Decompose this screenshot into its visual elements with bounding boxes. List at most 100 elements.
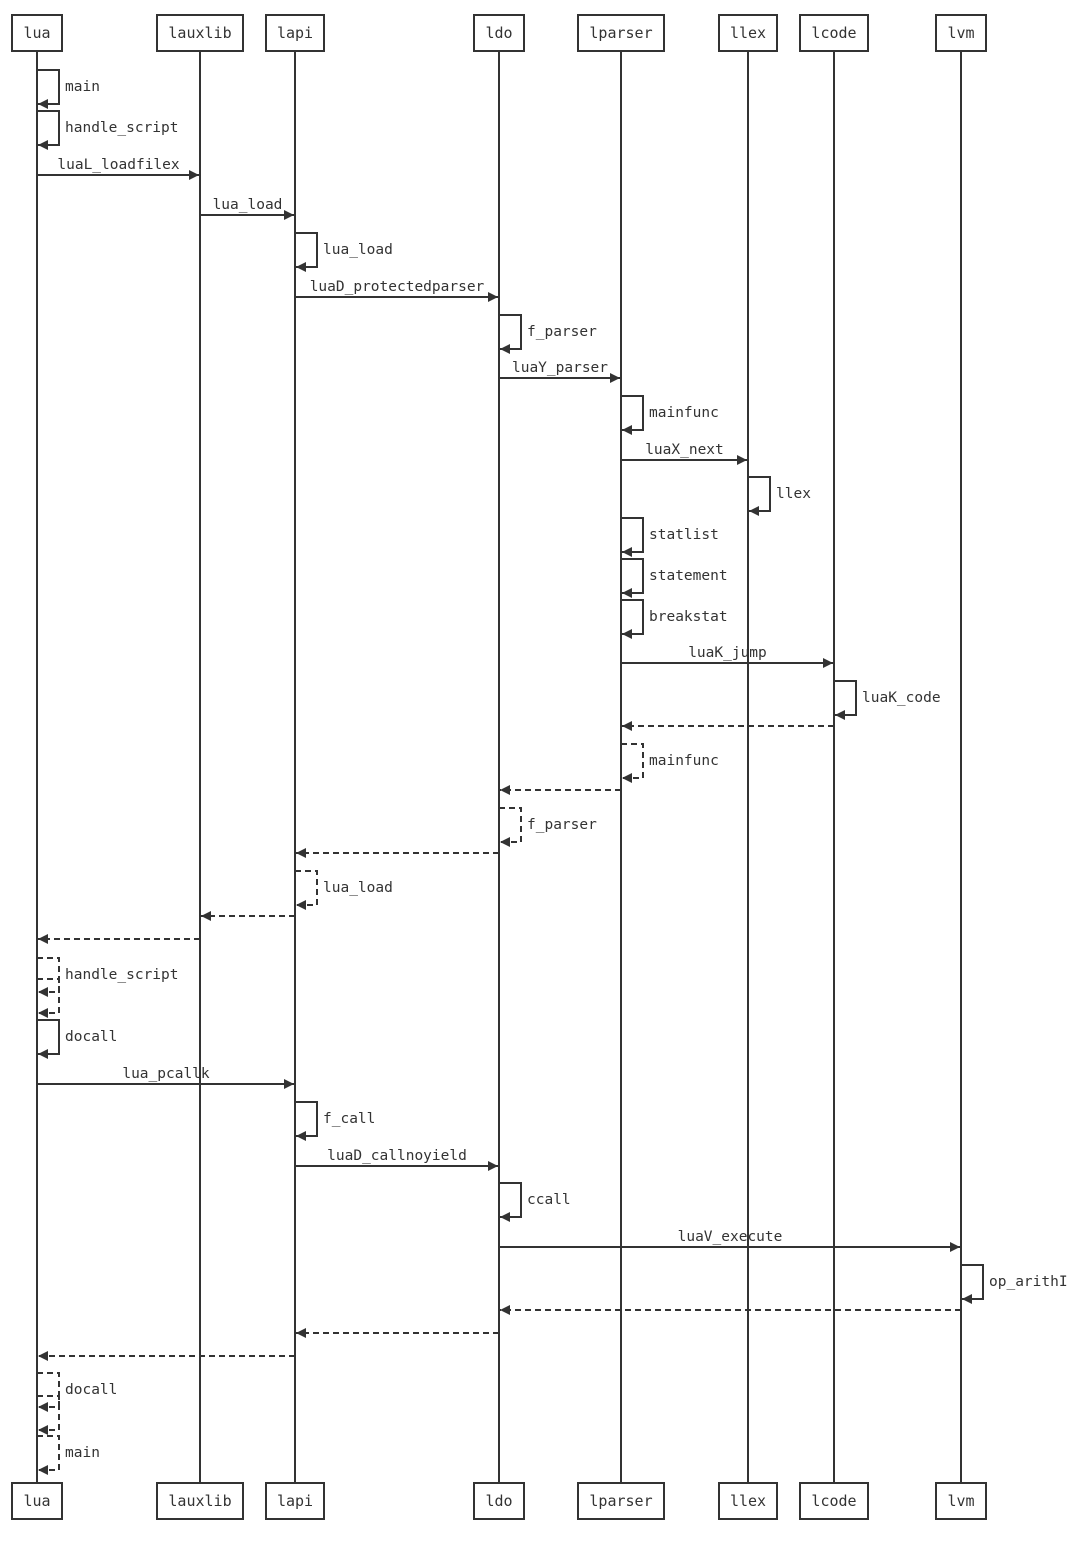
message-label: ccall <box>527 1192 571 1208</box>
participant-label: lapi <box>277 1492 313 1510</box>
message-label: luaV_execute <box>678 1229 783 1245</box>
message-lua_load-self: lua_load <box>295 870 393 910</box>
participant-box <box>799 14 869 52</box>
participant-llex-bottom: llex <box>718 1482 778 1520</box>
participant-box <box>718 14 778 52</box>
message-arrow <box>37 69 60 109</box>
participant-lvm-top: lvm <box>935 14 987 52</box>
participant-ldo-bottom: ldo <box>473 1482 525 1520</box>
message-f_parser-self: f_parser <box>499 314 597 354</box>
message-label: main <box>65 79 100 95</box>
message-label: luaK_jump <box>688 645 767 661</box>
participant-label: llex <box>730 1492 766 1510</box>
message-return-self <box>37 978 60 1018</box>
message-arrow <box>37 1395 60 1435</box>
participant-ldo-top: ldo <box>473 14 525 52</box>
message-docall-self: docall <box>37 1372 117 1412</box>
message-luaK_code-self: luaK_code <box>834 680 941 720</box>
participant-box <box>265 1482 325 1520</box>
message-luaD_protectedparser: luaD_protectedparser <box>295 279 498 302</box>
participant-lcode-top: lcode <box>799 14 869 52</box>
message-arrow <box>748 476 771 516</box>
participant-box <box>473 1482 525 1520</box>
message-label: lua_load <box>213 197 283 213</box>
message-lua_pcallk: lua_pcallk <box>37 1066 294 1089</box>
participant-box <box>577 1482 665 1520</box>
message-label: handle_script <box>65 120 179 136</box>
message-llex-self: llex <box>748 476 811 516</box>
message-luaX_next: luaX_next <box>621 442 747 465</box>
message-label: docall <box>65 1382 117 1398</box>
participant-label: lapi <box>277 24 313 42</box>
message-statement-self: statement <box>621 558 728 598</box>
message-arrow <box>499 314 522 354</box>
participant-box <box>935 1482 987 1520</box>
message-main-self: main <box>37 69 100 109</box>
participant-label: lua <box>23 24 50 42</box>
message-arrow <box>37 110 60 150</box>
participant-box <box>935 14 987 52</box>
message-arrow <box>499 1182 522 1222</box>
message-label: luaD_callnoyield <box>327 1148 467 1164</box>
message-arrow <box>621 599 644 639</box>
message-label: lua_pcallk <box>122 1066 210 1082</box>
participant-lua-bottom: lua <box>11 1482 63 1520</box>
message-label: docall <box>65 1029 117 1045</box>
participant-label: lparser <box>589 24 652 42</box>
participant-label: lparser <box>589 1492 652 1510</box>
message-lua_load: lua_load <box>200 197 294 220</box>
message-label: f_call <box>323 1111 375 1127</box>
message-label: luaD_protectedparser <box>310 279 485 295</box>
participant-label: lvm <box>947 1492 974 1510</box>
message-label: f_parser <box>527 324 597 340</box>
participant-box <box>156 14 244 52</box>
message-arrow <box>295 870 318 910</box>
participant-label: lvm <box>947 24 974 42</box>
participant-box <box>799 1482 869 1520</box>
message-f_call-self: f_call <box>295 1101 375 1141</box>
message-arrow <box>621 395 644 435</box>
participant-lapi-top: lapi <box>265 14 325 52</box>
participant-box <box>577 14 665 52</box>
message-arrow <box>37 957 60 997</box>
message-luaV_execute: luaV_execute <box>499 1229 960 1252</box>
participant-box <box>156 1482 244 1520</box>
message-label: luaY_parser <box>512 360 608 376</box>
message-label: f_parser <box>527 817 597 833</box>
participant-llex-top: llex <box>718 14 778 52</box>
participant-lcode-bottom: lcode <box>799 1482 869 1520</box>
message-handle_script-self: handle_script <box>37 957 179 997</box>
message-label: op_arithI <box>989 1274 1068 1290</box>
message-arrow <box>621 743 644 783</box>
message-op_arithI-self: op_arithI <box>961 1264 1068 1304</box>
participant-label: ldo <box>485 24 512 42</box>
message-label: handle_script <box>65 967 179 983</box>
message-label: lua_load <box>323 242 393 258</box>
message-return-self <box>37 1395 60 1435</box>
message-arrow <box>295 232 318 272</box>
message-docall-self: docall <box>37 1019 117 1059</box>
participant-lparser-top: lparser <box>577 14 665 52</box>
message-arrow <box>499 807 522 847</box>
message-label: luaL_loadfilex <box>57 157 179 173</box>
participant-label: ldo <box>485 1492 512 1510</box>
message-main-self: main <box>37 1435 100 1475</box>
participant-box <box>11 1482 63 1520</box>
participant-label: lcode <box>811 24 856 42</box>
message-label: lua_load <box>323 880 393 896</box>
message-mainfunc-self: mainfunc <box>621 743 719 783</box>
message-label: breakstat <box>649 609 728 625</box>
participant-lvm-bottom: lvm <box>935 1482 987 1520</box>
message-statlist-self: statlist <box>621 517 719 557</box>
message-luaY_parser: luaY_parser <box>499 360 620 383</box>
message-label: statement <box>649 568 728 584</box>
message-arrow <box>37 1019 60 1059</box>
message-arrow <box>961 1264 984 1304</box>
participant-box <box>473 14 525 52</box>
message-label: luaX_next <box>645 442 724 458</box>
participant-lauxlib-bottom: lauxlib <box>156 1482 244 1520</box>
message-mainfunc-self: mainfunc <box>621 395 719 435</box>
message-arrow <box>37 1435 60 1475</box>
message-f_parser-self: f_parser <box>499 807 597 847</box>
